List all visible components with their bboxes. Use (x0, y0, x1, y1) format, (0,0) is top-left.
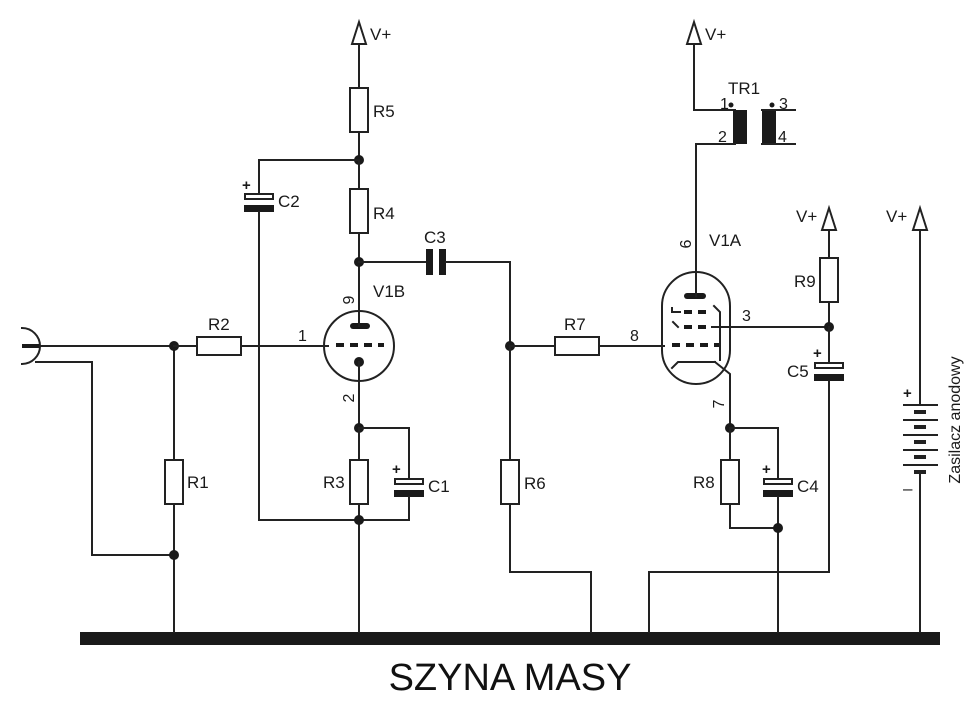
junction-dot (169, 550, 179, 560)
svg-text:R1: R1 (187, 473, 209, 492)
transformer-tr1: V+ TR1 1 3 2 4 (685, 18, 796, 191)
capacitor-c4: + C4 (729, 427, 819, 633)
svg-text:R6: R6 (524, 474, 546, 493)
svg-text:+: + (762, 461, 771, 478)
svg-text:C3: C3 (424, 228, 446, 247)
svg-text:4: 4 (778, 129, 787, 146)
tube-v1b: V1B 9 2 (323, 259, 405, 429)
svg-text:2: 2 (341, 393, 358, 402)
junction-dot (354, 515, 364, 525)
capacitor-c5: + C5 (648, 326, 844, 633)
resistor-r6: R6 (500, 345, 592, 633)
svg-text:C1: C1 (428, 477, 450, 496)
input-jack (20, 326, 175, 556)
capacitor-c1: + C1 (358, 427, 450, 521)
svg-text:1: 1 (298, 328, 307, 345)
resistor-r8: R8 (693, 427, 779, 529)
resistor-r5: R5 (349, 87, 395, 161)
tube-v1a: V1A 6 7 3 (661, 187, 830, 429)
junction-dot (773, 523, 783, 533)
svg-text:V+: V+ (796, 207, 817, 226)
resistor-r4: R4 (349, 159, 395, 263)
svg-text:R7: R7 (564, 315, 586, 334)
svg-text:+: + (392, 461, 401, 478)
svg-text:+: + (903, 385, 912, 402)
svg-text:C4: C4 (797, 477, 819, 496)
svg-text:1: 1 (720, 96, 729, 113)
svg-text:V+: V+ (886, 207, 907, 226)
svg-text:V1B: V1B (373, 282, 405, 301)
svg-text:R4: R4 (373, 204, 395, 223)
battery-icon (903, 404, 938, 474)
svg-text:R8: R8 (693, 473, 715, 492)
capacitor-c2: + C2 (242, 159, 360, 521)
svg-text:3: 3 (779, 96, 788, 113)
resistor-r3: R3 (323, 427, 369, 633)
resistor-r9: R9 (794, 257, 839, 328)
svg-text:R2: R2 (208, 315, 230, 334)
svg-text:8: 8 (630, 328, 639, 345)
svg-text:V1A: V1A (709, 231, 742, 250)
resistor-r1: R1 (164, 345, 209, 633)
svg-text:3: 3 (742, 308, 751, 325)
svg-text:6: 6 (678, 239, 695, 248)
svg-text:R5: R5 (373, 102, 395, 121)
ground-bus (80, 632, 940, 645)
svg-text:2: 2 (718, 129, 727, 146)
svg-text:R3: R3 (323, 473, 345, 492)
svg-text:–: – (903, 479, 913, 498)
resistor-r7: R7 (509, 315, 665, 356)
svg-text:9: 9 (341, 295, 358, 304)
svg-text:C2: C2 (278, 192, 300, 211)
svg-text:+: + (242, 177, 251, 194)
supply-arrow-icon: V+ (796, 204, 838, 259)
svg-text:Zasilacz anodowy: Zasilacz anodowy (947, 356, 964, 483)
resistor-r2: R2 (173, 315, 329, 356)
svg-text:C5: C5 (787, 362, 809, 381)
svg-text:R9: R9 (794, 272, 816, 291)
svg-text:TR1: TR1 (728, 79, 760, 98)
svg-text:V+: V+ (705, 25, 726, 44)
capacitor-c3: C3 (358, 228, 511, 347)
svg-text:V+: V+ (370, 25, 391, 44)
svg-text:7: 7 (711, 399, 728, 408)
svg-text:+: + (813, 345, 822, 362)
power-supply: V+ + – Zasilacz anodowy (886, 204, 964, 633)
ground-bus-title: SZYNA MASY (389, 657, 632, 699)
supply-arrow-icon: V+ (350, 18, 391, 89)
